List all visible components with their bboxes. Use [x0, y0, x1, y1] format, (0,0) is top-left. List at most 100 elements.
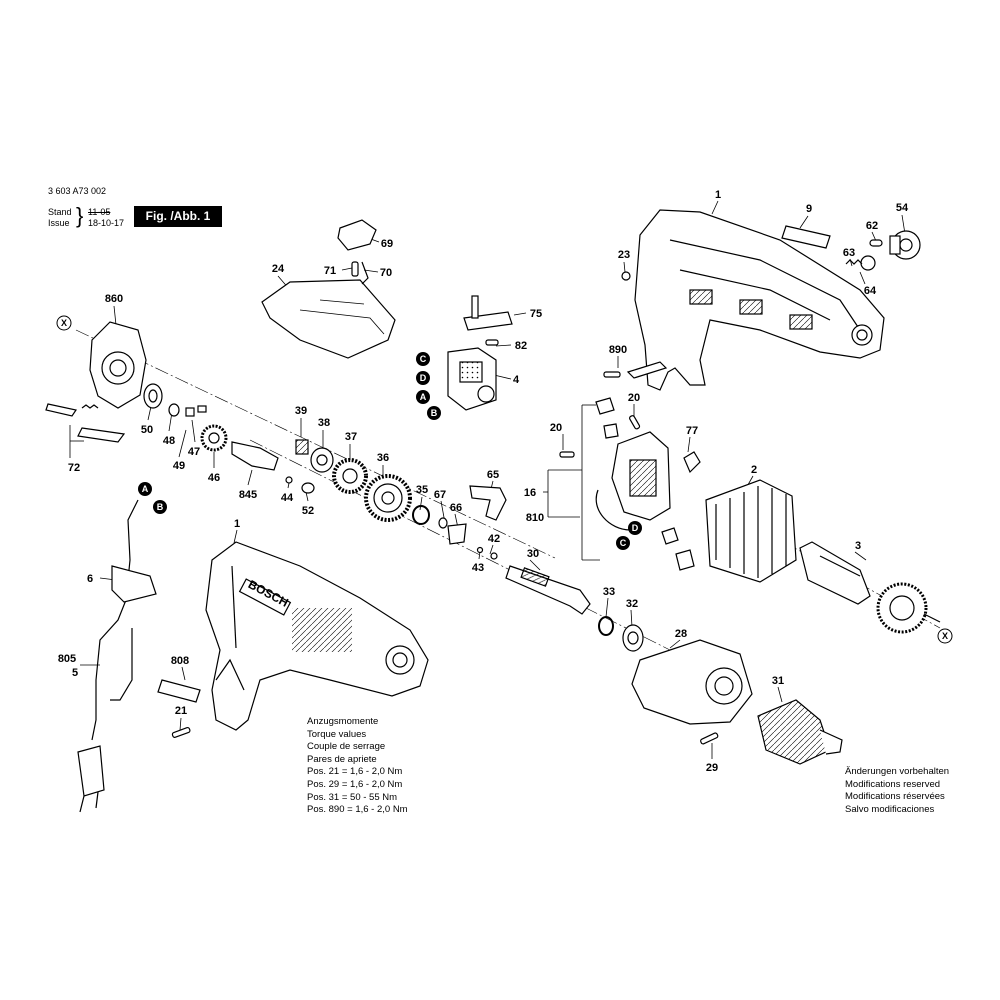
nut-38: [310, 447, 334, 473]
change-line: Änderungen vorbehalten: [845, 766, 950, 777]
screw-20a: [559, 451, 575, 458]
callout-69: 69: [381, 238, 393, 250]
torque-line: Pares de apriete: [307, 753, 377, 765]
callout-24: 24: [272, 263, 285, 275]
change-line: Modifications reserved: [845, 778, 941, 790]
marker-c-1: C: [420, 354, 427, 364]
change-line: Salvo modificaciones: [845, 803, 935, 815]
gear-46: [200, 424, 228, 452]
marker-c-2: C: [620, 538, 627, 548]
callout-805: 805: [58, 653, 76, 665]
marker-d-2: D: [632, 523, 639, 533]
callout-37: 37: [345, 431, 357, 443]
cam-66: [447, 523, 467, 545]
torque-line: Pos. 21 = 1,6 - 2,0 Nm: [307, 766, 403, 778]
bushing-52: [301, 482, 315, 494]
callout-16: 16: [524, 487, 536, 499]
drill-spindle-30: [505, 565, 591, 615]
washer-48: [168, 403, 180, 417]
ball-44: [285, 476, 293, 484]
ball-42: [490, 552, 498, 560]
cord-clamp: [603, 361, 668, 379]
callout-3: 3: [855, 540, 861, 552]
callout-1-bottom: 1: [234, 518, 240, 530]
lever-65: [469, 485, 507, 521]
callout-63: 63: [843, 247, 855, 259]
brush-holder-parts: [845, 230, 921, 271]
ring-35: [412, 505, 430, 525]
marker-d-1: D: [420, 373, 427, 383]
gear-housing-cover-28: [631, 639, 753, 725]
ball-43: [476, 546, 484, 554]
callout-38: 38: [318, 417, 330, 429]
callout-810: 810: [526, 512, 544, 524]
callout-43: 43: [472, 562, 484, 574]
callout-808: 808: [171, 655, 189, 667]
gear-36: [364, 474, 412, 522]
gear-37: [332, 458, 368, 494]
callout-52: 52: [302, 505, 314, 517]
torque-notes: Anzugsmomente Torque values Couple de se…: [307, 716, 408, 817]
callout-labels: 1 9 54 62 63 64 23 69 71 70 24 860 75 82…: [58, 189, 909, 774]
marker-a-1: A: [420, 392, 427, 402]
callout-29: 29: [706, 762, 718, 774]
callout-32: 32: [626, 598, 638, 610]
callout-46: 46: [208, 472, 220, 484]
callout-9: 9: [806, 203, 812, 215]
callout-66: 66: [450, 502, 462, 514]
pin-47: [197, 405, 207, 413]
marker-x-right: X: [942, 631, 948, 641]
callout-21: 21: [175, 705, 187, 717]
callout-42: 42: [488, 533, 500, 545]
gear-39: [295, 439, 309, 455]
callout-44: 44: [281, 492, 294, 504]
parts: BOSCH: [45, 209, 941, 813]
marker-x-left: X: [61, 318, 67, 328]
switch-unit: [447, 347, 497, 411]
label-808: [157, 679, 201, 703]
callout-20-upper: 20: [628, 392, 640, 404]
brush: [603, 423, 619, 439]
callout-47: 47: [188, 446, 200, 458]
callout-71: 71: [324, 265, 336, 277]
figure-badge: Fig. /Abb. 1: [134, 206, 222, 227]
issue-label: Issue: [48, 218, 70, 228]
callout-82: 82: [515, 340, 527, 352]
callout-75: 75: [530, 308, 542, 320]
callout-5: 5: [72, 667, 78, 679]
brace: }: [76, 203, 84, 228]
callout-39: 39: [295, 405, 307, 417]
callout-35: 35: [416, 484, 428, 496]
plug: [621, 271, 631, 281]
callout-33: 33: [603, 586, 615, 598]
screw-20b: [629, 415, 641, 430]
stand-label: Stand: [48, 207, 72, 217]
callout-65: 65: [487, 469, 499, 481]
armature-3: [799, 541, 941, 634]
brush-holder-810: [595, 431, 671, 531]
part-77: [683, 451, 701, 474]
spindle-845: [231, 441, 279, 471]
switch-slider: [463, 295, 513, 346]
callout-845: 845: [239, 489, 257, 501]
torque-line: Anzugsmomente: [307, 716, 379, 727]
callout-2: 2: [751, 464, 757, 476]
callout-49: 49: [173, 460, 185, 472]
callout-50: 50: [141, 424, 153, 436]
screw-29: [700, 732, 719, 745]
callout-4: 4: [513, 374, 520, 386]
drill-chuck-31: [757, 699, 843, 765]
callout-64: 64: [864, 285, 877, 297]
torque-line: Pos. 29 = 1,6 - 2,0 Nm: [307, 778, 403, 790]
marker-b-2: B: [157, 502, 164, 512]
circlip-33: [598, 616, 614, 636]
gear-housing: [89, 321, 147, 409]
change-line: Modifications réservées: [845, 791, 945, 803]
washer-67: [438, 517, 448, 529]
brush-cap: [595, 397, 615, 415]
callout-67: 67: [434, 489, 446, 501]
brush-spring: [661, 527, 679, 545]
callout-30: 30: [527, 548, 539, 560]
